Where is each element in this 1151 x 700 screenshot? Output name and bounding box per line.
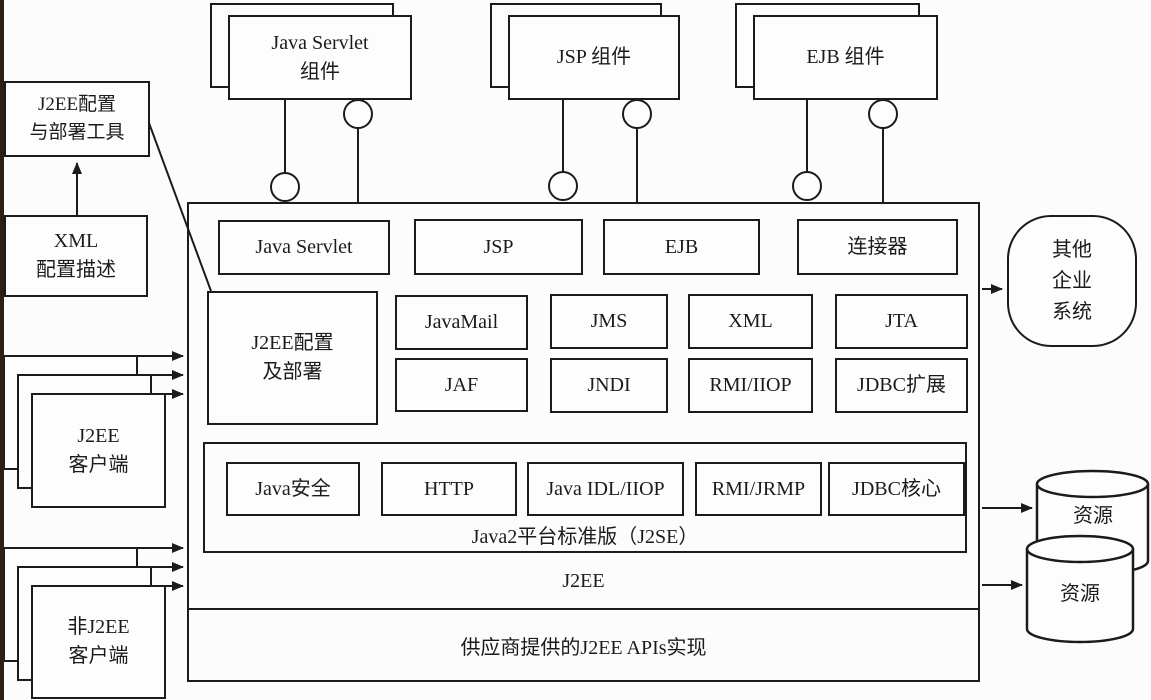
non-j2ee-client-label: 非J2EE 客户端 — [67, 616, 130, 667]
j2se-container — [203, 442, 967, 553]
rmi-iiop-box: RMI/IIOP — [688, 358, 813, 413]
vendor-band-divider — [187, 608, 980, 610]
jdbc-ext-box: JDBC扩展 — [835, 358, 968, 413]
javamail-box: JavaMail — [395, 295, 528, 350]
servlet-component: Java Servlet 组件 — [228, 15, 412, 100]
jsp-component-label: JSP 组件 — [556, 46, 632, 68]
xml-desc-box: XML 配置描述 — [4, 215, 148, 297]
resource-bottom-label: 资源 — [1060, 582, 1100, 605]
ejb-api-label: EJB — [664, 235, 699, 258]
rmi-iiop-label: RMI/IIOP — [709, 374, 792, 396]
jsp-api-box: JSP — [414, 219, 583, 275]
jta-box: JTA — [835, 294, 968, 349]
jta-label: JTA — [885, 310, 918, 332]
java-security-box: Java安全 — [226, 462, 360, 516]
jaf-label: JAF — [444, 373, 479, 396]
xml-api-box: XML — [688, 294, 813, 349]
jsp-component: JSP 组件 — [508, 15, 680, 100]
java-idl-box: Java IDL/IIOP — [527, 462, 684, 516]
non-j2ee-client-box: 非J2EE 客户端 — [31, 585, 166, 699]
jndi-label: JNDI — [587, 374, 631, 396]
deploy-tool-label: J2EE配置 与部署工具 — [29, 94, 125, 143]
servlet-component-label: Java Servlet 组件 — [271, 31, 369, 83]
servlet-api-box: Java Servlet — [218, 220, 390, 275]
ejb-api-box: EJB — [603, 219, 760, 275]
other-systems-blob: 其他 企业 系统 — [1007, 215, 1137, 347]
java-security-label: Java安全 — [255, 477, 331, 500]
j2ee-client-box: J2EE 客户端 — [31, 393, 166, 508]
rmi-jrmp-box: RMI/JRMP — [695, 462, 822, 516]
xml-api-label: XML — [728, 310, 773, 332]
j2ee-band-label: J2EE — [562, 569, 605, 592]
ejb-component-label: EJB 组件 — [806, 46, 885, 68]
servlet-api-label: Java Servlet — [255, 236, 353, 258]
jms-box: JMS — [550, 294, 668, 349]
j2se-caption: Java2平台标准版（J2SE） — [471, 525, 699, 548]
other-systems-label: 其他 企业 系统 — [1052, 238, 1092, 323]
servlet-interface-connector-icon — [270, 99, 373, 202]
java-idl-label: Java IDL/IIOP — [546, 477, 665, 500]
http-box: HTTP — [381, 462, 517, 516]
jdbc-ext-label: JDBC扩展 — [857, 374, 946, 396]
javamail-label: JavaMail — [424, 311, 499, 333]
deploy-box: J2EE配置 及部署 — [207, 291, 378, 425]
jdbc-core-label: JDBC核心 — [852, 477, 941, 500]
j2ee-client-label: J2EE 客户端 — [68, 424, 129, 476]
xml-desc-label: XML 配置描述 — [36, 230, 116, 281]
server-to-resource-arrows-icon — [982, 503, 1033, 590]
rmi-jrmp-label: RMI/JRMP — [711, 477, 806, 500]
ejb-interface-connector-icon — [792, 99, 898, 202]
vendor-band-label: 供应商提供的J2EE APIs实现 — [460, 636, 707, 659]
jdbc-core-box: JDBC核心 — [828, 462, 965, 516]
connector-api-box: 连接器 — [797, 219, 958, 275]
resource-top-label: 资源 — [1073, 504, 1113, 527]
http-label: HTTP — [424, 477, 474, 500]
jsp-api-label: JSP — [483, 235, 514, 258]
j2ee-server-container — [187, 202, 980, 682]
jsp-interface-connector-icon — [548, 99, 652, 202]
connector-api-label: 连接器 — [847, 235, 908, 258]
jndi-box: JNDI — [550, 358, 668, 413]
scan-edge-artifact — [0, 0, 4, 700]
jaf-box: JAF — [395, 358, 528, 412]
jms-label: JMS — [590, 310, 628, 332]
ejb-component: EJB 组件 — [753, 15, 938, 100]
deploy-box-label: J2EE配置 及部署 — [251, 332, 334, 383]
deploy-tool-box: J2EE配置 与部署工具 — [4, 81, 150, 157]
